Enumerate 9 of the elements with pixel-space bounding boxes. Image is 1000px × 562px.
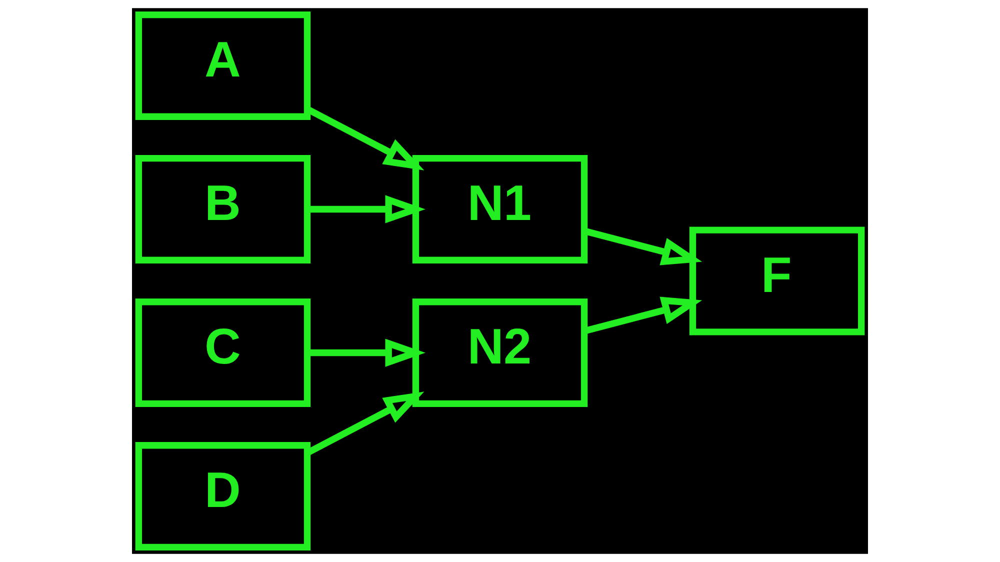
node-box: D — [135, 442, 311, 551]
arrow — [308, 195, 426, 224]
node-box: N2 — [412, 298, 588, 407]
node-box: B — [135, 155, 311, 264]
node-box: A — [135, 11, 311, 120]
arrow — [308, 338, 426, 367]
node-box: N1 — [412, 155, 588, 264]
node-box: C — [135, 298, 311, 407]
node-box: F — [689, 226, 865, 336]
